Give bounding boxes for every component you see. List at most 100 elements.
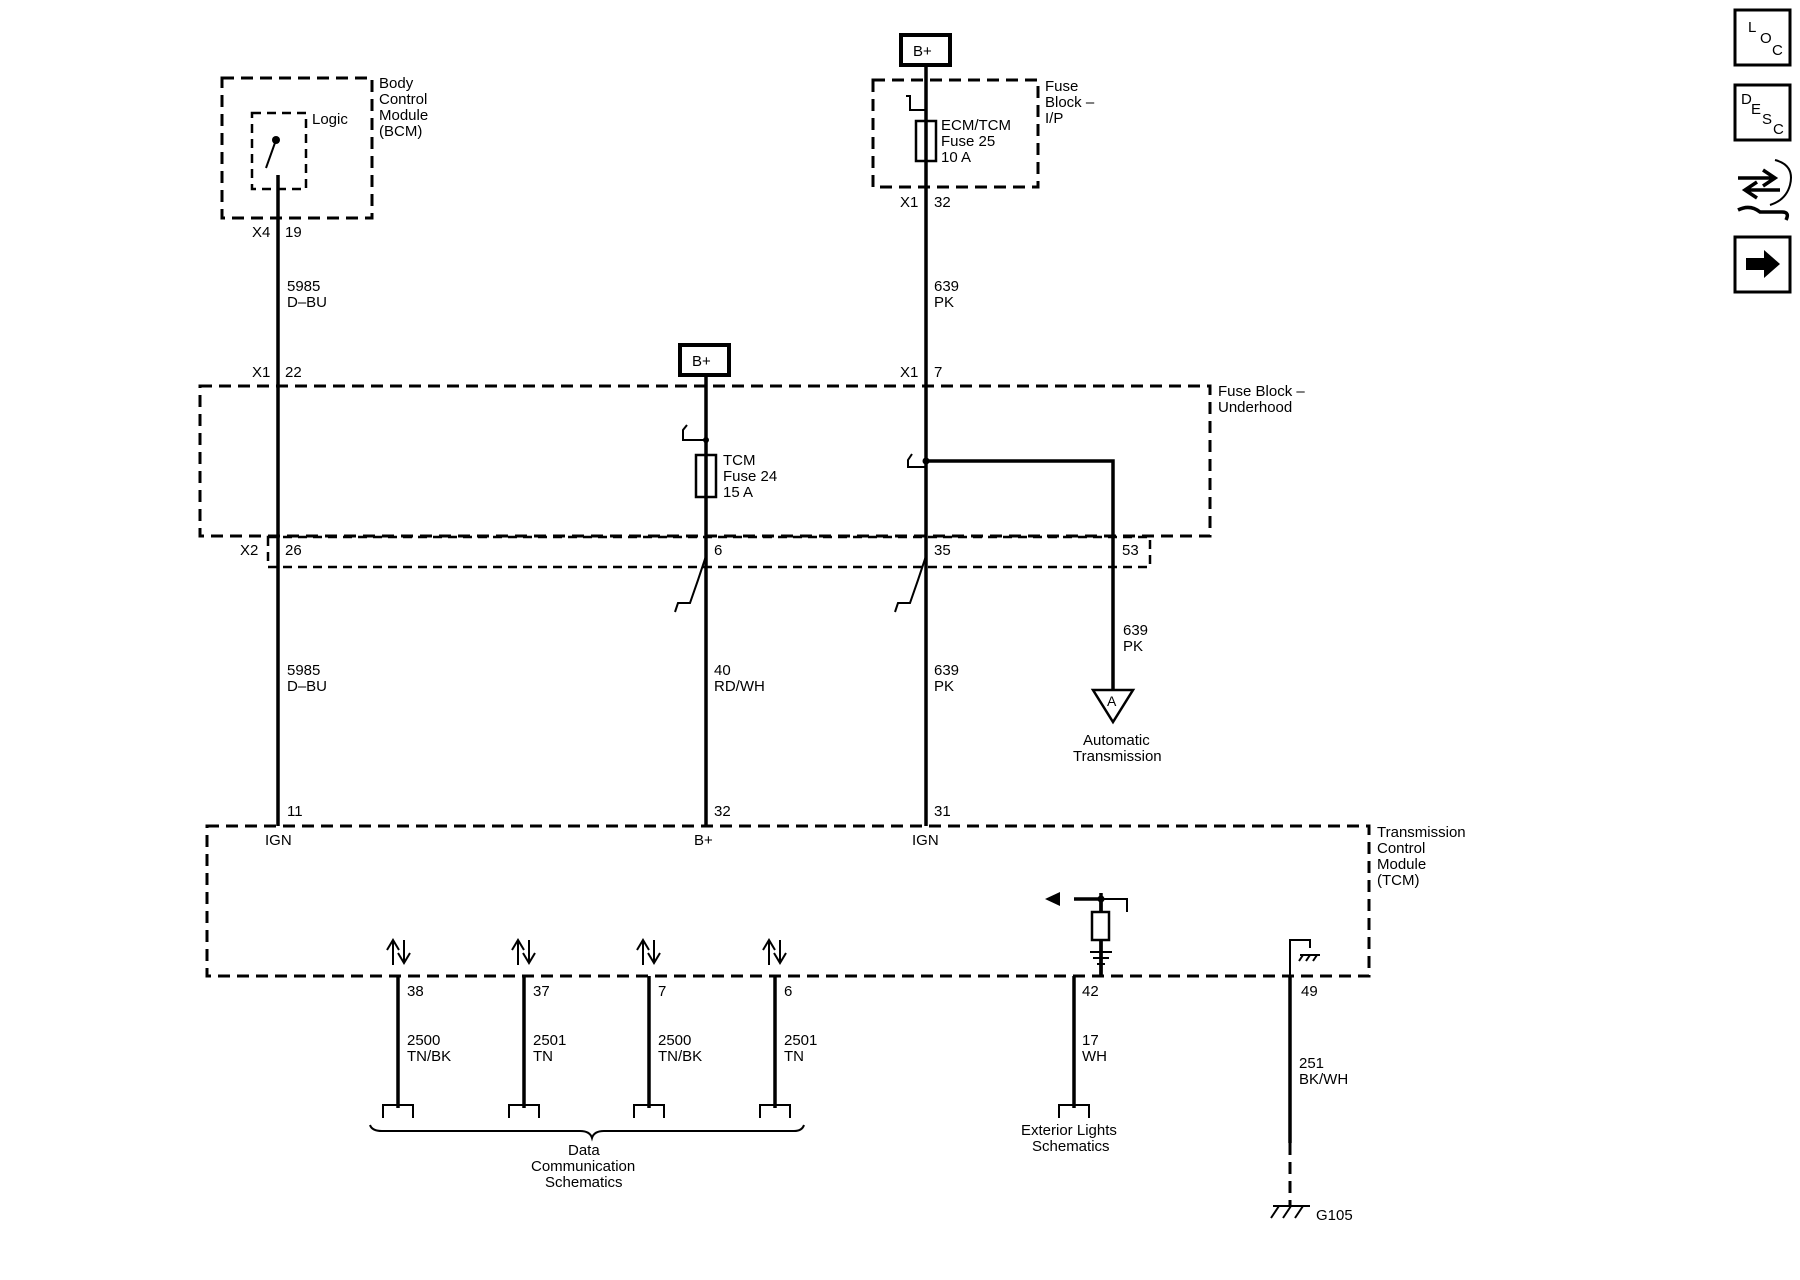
wire-2501-a-circuit: 2501 — [533, 1032, 566, 1049]
svg-text:Underhood: Underhood — [1218, 399, 1292, 416]
svg-text:C: C — [1773, 121, 1784, 138]
bplus-top-terminal: B+ — [899, 33, 952, 67]
wire-639-top-color: PK — [934, 294, 954, 311]
svg-text:Control: Control — [1377, 840, 1425, 857]
tcm-pin-7: 7 — [658, 983, 666, 1000]
connector-tools-icon[interactable] — [1737, 159, 1792, 221]
fuse-uh-x1-connector-right: X1 — [900, 364, 918, 381]
fuse-block-ip-box — [871, 78, 1040, 189]
wire-639-top-circuit: 639 — [934, 278, 959, 295]
connector-stub — [508, 1104, 540, 1118]
svg-text:Control: Control — [379, 91, 427, 108]
data-comm-link[interactable]: Data Communication Schematics — [531, 1142, 635, 1191]
bidirectional-arrow-icon — [511, 938, 536, 965]
offpage-connector-a[interactable]: A — [1090, 688, 1136, 725]
next-button[interactable] — [1733, 235, 1792, 294]
fuse-uh-x2-pin-6: 6 — [714, 542, 722, 559]
svg-text:C: C — [1772, 42, 1783, 59]
fuse-uh-x1-pin-left: 22 — [285, 364, 302, 381]
svg-text:Communication: Communication — [531, 1158, 635, 1175]
fuse-uh-x2-connector-box — [266, 535, 1152, 569]
svg-text:10 A: 10 A — [941, 149, 971, 166]
wire-5985-bottom-color: D–BU — [287, 678, 327, 695]
fuse-block-underhood-title: Fuse Block – — [1218, 383, 1305, 400]
fuse-uh-x2-pin-26: 26 — [285, 542, 302, 559]
svg-text:Schematics: Schematics — [1032, 1138, 1110, 1155]
wire-2500-b-circuit: 2500 — [658, 1032, 691, 1049]
wire-639-branch-color: PK — [1123, 638, 1143, 655]
wire-2500-a-circuit: 2500 — [407, 1032, 440, 1049]
tcm-pin-37: 37 — [533, 983, 550, 1000]
svg-text:(BCM): (BCM) — [379, 123, 422, 140]
jumper-pin-35 — [894, 555, 927, 613]
wire-5985-bottom-circuit: 5985 — [287, 662, 320, 679]
fuse-25-name: ECM/TCM — [941, 117, 1011, 134]
svg-text:Block –: Block – — [1045, 94, 1095, 111]
fuse-ip-connector: X1 — [900, 194, 918, 211]
tcm-internal-ground-icon — [1289, 939, 1320, 976]
wire-2501-b-color: TN — [784, 1048, 804, 1065]
fuse-uh-x2-pin-35: 35 — [934, 542, 951, 559]
loc-button[interactable]: L O C — [1733, 8, 1792, 67]
tcm-box — [205, 824, 1371, 978]
fuse-uh-x1-pin-right: 7 — [934, 364, 942, 381]
wire-639-bottom-color: PK — [934, 678, 954, 695]
fuse-24-name: TCM — [723, 452, 756, 469]
svg-text:Module: Module — [1377, 856, 1426, 873]
tcm-title: Transmission — [1377, 824, 1466, 841]
fuse-uh-x1-connector: X1 — [252, 364, 270, 381]
wire-251-circuit: 251 — [1299, 1055, 1324, 1072]
tcm-pin-49: 49 — [1301, 983, 1318, 1000]
wire-40-color: RD/WH — [714, 678, 765, 695]
offpage-label-line2: Transmission — [1073, 748, 1162, 765]
svg-text:Schematics: Schematics — [545, 1174, 623, 1191]
svg-text:L: L — [1748, 19, 1756, 36]
connector-stub — [1058, 1104, 1090, 1118]
svg-text:S: S — [1762, 111, 1772, 128]
wire-40-circuit: 40 — [714, 662, 731, 679]
wire-639-branch-circuit: 639 — [1123, 622, 1148, 639]
bidirectional-arrow-icon — [636, 938, 661, 965]
tcm-ign-label-2: IGN — [912, 832, 939, 849]
tcm-bplus-label: B+ — [694, 832, 713, 849]
wire-2500-a-color: TN/BK — [407, 1048, 451, 1065]
svg-text:A: A — [1107, 693, 1117, 709]
bcm-logic-label: Logic — [312, 111, 348, 128]
fuse-24 — [682, 424, 718, 499]
svg-text:15 A: 15 A — [723, 484, 753, 501]
svg-text:D: D — [1741, 91, 1752, 108]
tcm-pin-42: 42 — [1082, 983, 1099, 1000]
fuse-uh-x2-connector: X2 — [240, 542, 258, 559]
exterior-lights-link[interactable]: Exterior Lights Schematics — [1021, 1122, 1117, 1155]
desc-button[interactable]: D E S C — [1733, 83, 1792, 142]
svg-text:O: O — [1760, 30, 1772, 47]
data-comm-brace — [369, 1124, 805, 1142]
svg-text:B+: B+ — [692, 353, 711, 370]
svg-text:Fuse 24: Fuse 24 — [723, 468, 777, 485]
ground-label: G105 — [1316, 1207, 1353, 1224]
wire-2500-b-color: TN/BK — [658, 1048, 702, 1065]
svg-text:I/P: I/P — [1045, 110, 1063, 127]
fuse-ip-pin: 32 — [934, 194, 951, 211]
tcm-pin-31: 31 — [934, 803, 951, 820]
wire-17-circuit: 17 — [1082, 1032, 1099, 1049]
splice-639-branch — [907, 453, 1115, 690]
wire-2501-a-color: TN — [533, 1048, 553, 1065]
wire-639-bottom-circuit: 639 — [934, 662, 959, 679]
right-arrow-icon — [1746, 250, 1780, 278]
tcm-pin-38: 38 — [407, 983, 424, 1000]
tcm-pin-6: 6 — [784, 983, 792, 1000]
svg-text:(TCM): (TCM) — [1377, 872, 1419, 889]
wire-2501-b-circuit: 2501 — [784, 1032, 817, 1049]
fuse-block-ip-title: Fuse — [1045, 78, 1078, 95]
svg-text:Exterior Lights: Exterior Lights — [1021, 1122, 1117, 1139]
connector-stub — [633, 1104, 665, 1118]
svg-text:Data: Data — [568, 1142, 600, 1159]
bcm-box — [220, 76, 374, 220]
jumper-pin-6 — [674, 555, 707, 613]
tcm-pin-32: 32 — [714, 803, 731, 820]
svg-text:Fuse 25: Fuse 25 — [941, 133, 995, 150]
chassis-ground-icon — [1270, 1205, 1310, 1219]
connector-stub — [759, 1104, 791, 1118]
